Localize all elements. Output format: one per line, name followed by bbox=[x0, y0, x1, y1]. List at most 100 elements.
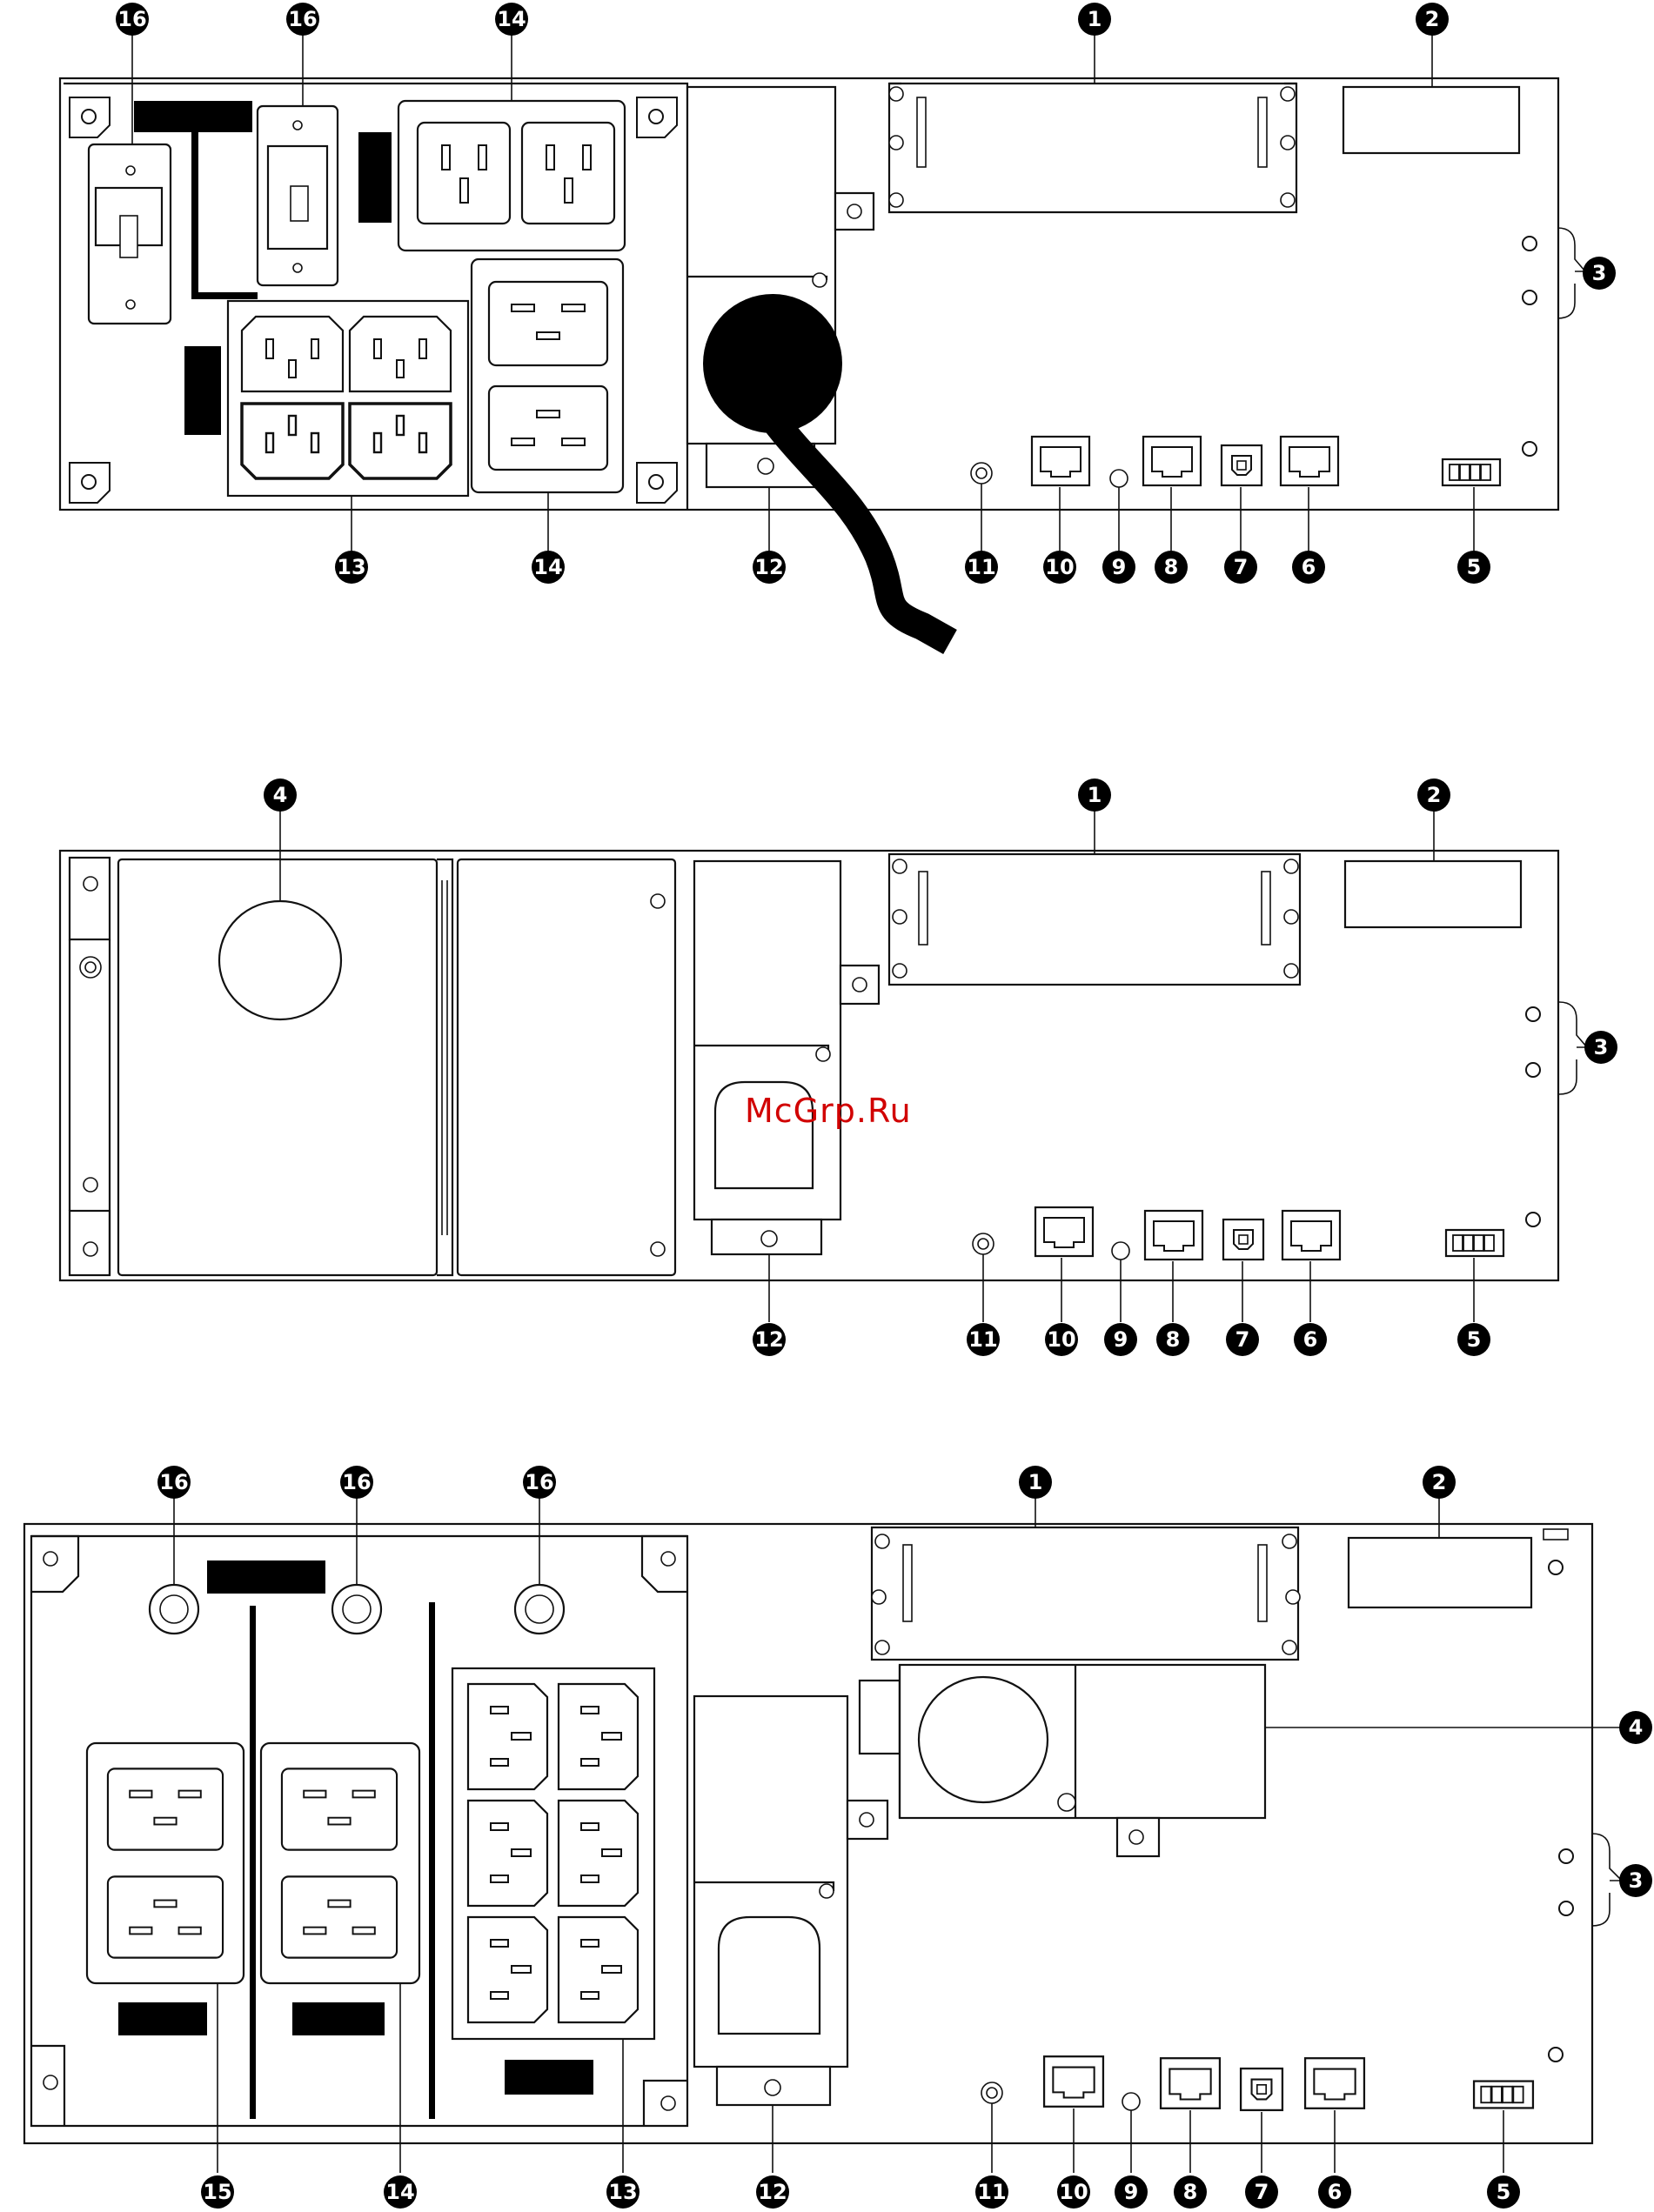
callout-number: 7 bbox=[1255, 2180, 1269, 2204]
callout-number: 13 bbox=[608, 2180, 637, 2204]
callout-number: 7 bbox=[1235, 1327, 1250, 1352]
callout-badge-1: 1 bbox=[1019, 1466, 1052, 1499]
callout-number: 10 bbox=[1045, 555, 1074, 579]
callout-badge-2: 2 bbox=[1423, 1466, 1456, 1499]
panel-bottom bbox=[24, 1494, 1631, 2173]
label-block bbox=[184, 346, 221, 435]
callout-number: 5 bbox=[1467, 555, 1482, 579]
callout-number: 2 bbox=[1432, 1470, 1447, 1494]
watermark-text: McGrp.Ru bbox=[745, 1092, 912, 1130]
callout-badge-10: 10 bbox=[1045, 1323, 1078, 1356]
callout-badge-9: 9 bbox=[1115, 2175, 1148, 2209]
panel-middle bbox=[60, 807, 1589, 1322]
callout-badge-12: 12 bbox=[753, 1323, 786, 1356]
circuit-breaker bbox=[258, 106, 338, 285]
callout-number: 6 bbox=[1303, 1327, 1318, 1352]
callout-badge-1: 1 bbox=[1078, 3, 1111, 36]
callout-badge-16: 16 bbox=[286, 3, 319, 36]
callout-number: 4 bbox=[1629, 1715, 1644, 1740]
label-block bbox=[207, 1560, 325, 1594]
callout-badge-10: 10 bbox=[1057, 2175, 1090, 2209]
callout-number: 1 bbox=[1088, 7, 1102, 31]
callout-number: 11 bbox=[967, 555, 995, 579]
callout-badge-12: 12 bbox=[753, 551, 786, 584]
callout-number: 8 bbox=[1183, 2180, 1198, 2204]
callout-number: 3 bbox=[1629, 1868, 1644, 1893]
callout-number: 10 bbox=[1047, 1327, 1075, 1352]
fan-opening bbox=[219, 901, 341, 1019]
callout-number: 11 bbox=[968, 1327, 997, 1352]
callout-badge-3: 3 bbox=[1584, 1031, 1617, 1064]
callout-number: 1 bbox=[1028, 1470, 1043, 1494]
callout-badge-16: 16 bbox=[340, 1466, 373, 1499]
callout-badge-7: 7 bbox=[1245, 2175, 1278, 2209]
callout-badge-11: 11 bbox=[967, 1323, 1000, 1356]
callout-number: 9 bbox=[1112, 555, 1127, 579]
callout-number: 12 bbox=[754, 1327, 783, 1352]
callout-badge-13: 13 bbox=[606, 2175, 640, 2209]
callout-badge-10: 10 bbox=[1043, 551, 1076, 584]
label-block bbox=[134, 101, 252, 132]
callout-badge-4: 4 bbox=[1619, 1711, 1652, 1744]
callout-number: 12 bbox=[754, 555, 783, 579]
callout-number: 2 bbox=[1427, 783, 1442, 807]
callout-number: 1 bbox=[1088, 783, 1102, 807]
callout-badge-14: 14 bbox=[495, 3, 528, 36]
callout-badge-13: 13 bbox=[335, 551, 368, 584]
callout-badge-8: 8 bbox=[1156, 1323, 1189, 1356]
callout-badge-3: 3 bbox=[1619, 1864, 1652, 1897]
callout-badge-11: 11 bbox=[965, 551, 998, 584]
circuit-breaker bbox=[89, 144, 171, 324]
callout-number: 14 bbox=[385, 2180, 414, 2204]
panel-top bbox=[60, 31, 1585, 642]
callout-number: 8 bbox=[1166, 1327, 1181, 1352]
callout-number: 13 bbox=[337, 555, 365, 579]
fan-opening bbox=[919, 1677, 1048, 1802]
callout-number: 7 bbox=[1234, 555, 1249, 579]
callout-badge-16: 16 bbox=[157, 1466, 191, 1499]
callout-number: 9 bbox=[1124, 2180, 1139, 2204]
callout-badge-12: 12 bbox=[756, 2175, 789, 2209]
callout-badge-5: 5 bbox=[1487, 2175, 1520, 2209]
callout-badge-5: 5 bbox=[1457, 551, 1490, 584]
callout-badge-9: 9 bbox=[1102, 551, 1135, 584]
callout-badge-2: 2 bbox=[1416, 3, 1449, 36]
callout-number: 5 bbox=[1467, 1327, 1482, 1352]
callout-number: 16 bbox=[159, 1470, 188, 1494]
callout-badge-7: 7 bbox=[1226, 1323, 1259, 1356]
label-block bbox=[358, 132, 392, 223]
callout-badge-3: 3 bbox=[1583, 257, 1616, 290]
callout-number: 5 bbox=[1497, 2180, 1511, 2204]
callout-number: 16 bbox=[288, 7, 317, 31]
callout-badge-15: 15 bbox=[201, 2175, 234, 2209]
callout-number: 10 bbox=[1059, 2180, 1088, 2204]
callout-number: 16 bbox=[117, 7, 146, 31]
callout-number: 6 bbox=[1302, 555, 1316, 579]
callout-number: 9 bbox=[1114, 1327, 1128, 1352]
callout-badge-11: 11 bbox=[975, 2175, 1008, 2209]
callout-number: 3 bbox=[1592, 261, 1607, 285]
callout-number: 2 bbox=[1425, 7, 1440, 31]
circuit-breaker bbox=[332, 1585, 381, 1634]
callout-number: 15 bbox=[203, 2180, 231, 2204]
callout-number: 8 bbox=[1164, 555, 1179, 579]
callout-badge-1: 1 bbox=[1078, 779, 1111, 812]
circuit-breaker bbox=[150, 1585, 198, 1634]
callout-number: 11 bbox=[977, 2180, 1006, 2204]
callout-badge-14: 14 bbox=[532, 551, 565, 584]
callout-number: 14 bbox=[497, 7, 526, 31]
callout-number: 14 bbox=[533, 555, 562, 579]
circuit-breaker bbox=[515, 1585, 564, 1634]
callout-badge-5: 5 bbox=[1457, 1323, 1490, 1356]
callout-number: 16 bbox=[525, 1470, 553, 1494]
callout-badge-6: 6 bbox=[1294, 1323, 1327, 1356]
callout-badge-6: 6 bbox=[1318, 2175, 1351, 2209]
callout-badge-6: 6 bbox=[1292, 551, 1325, 584]
callout-number: 12 bbox=[758, 2180, 787, 2204]
callout-badge-2: 2 bbox=[1417, 779, 1450, 812]
callout-badge-8: 8 bbox=[1174, 2175, 1207, 2209]
callout-badge-16: 16 bbox=[523, 1466, 556, 1499]
callout-badge-16: 16 bbox=[116, 3, 149, 36]
callout-badge-8: 8 bbox=[1155, 551, 1188, 584]
